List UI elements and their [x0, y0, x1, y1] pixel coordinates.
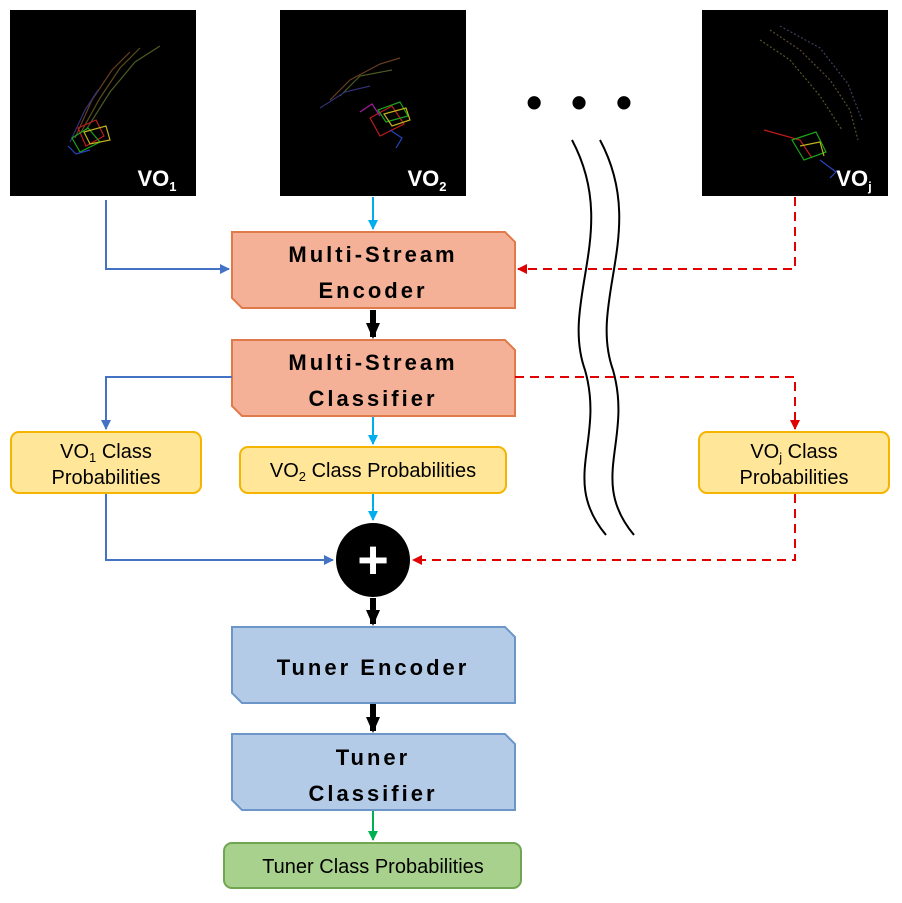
tuner-classifier-line2: Classifier: [308, 781, 437, 806]
vo1-probabilities-line2: Probabilities: [52, 467, 161, 489]
vo2-label: VO2: [407, 166, 446, 194]
voj-probabilities-box: VOj Class Probabilities: [698, 431, 890, 494]
voj-input-image: VOj: [702, 10, 888, 196]
vo2-input-image: VO2: [280, 10, 466, 196]
vo1-probabilities-line1: VO1 Class: [60, 441, 152, 465]
multi-stream-classifier-box: Multi-Stream Classifier: [231, 339, 516, 417]
multi-stream-classifier-line2: Classifier: [308, 386, 437, 411]
arrow-classifier-to-vo1-probs: [101, 376, 232, 430]
vo2-probabilities-text: VO2 Class Probabilities: [270, 460, 476, 484]
arrow-voj-probs-to-combine: [412, 494, 796, 565]
voj-label: VOj: [836, 166, 871, 194]
combine-node: +: [336, 523, 410, 597]
multi-stream-classifier-line1: Multi-Stream: [288, 350, 457, 375]
vo1-probabilities-box: VO1 Class Probabilities: [10, 431, 202, 494]
multi-stream-encoder-box: Multi-Stream Encoder: [231, 231, 516, 309]
multi-stream-encoder-line2: Encoder: [318, 278, 427, 303]
tuner-encoder-label: Tuner Encoder: [277, 655, 470, 680]
tuner-classifier-box: Tuner Classifier: [231, 733, 516, 811]
vo2-probabilities-box: VO2 Class Probabilities: [239, 446, 507, 494]
tuner-probabilities-box: Tuner Class Probabilities: [223, 842, 522, 889]
wavy-separator: [571, 139, 635, 536]
tuner-classifier-line1: Tuner: [336, 745, 410, 770]
voj-probabilities-line1: VOj Class: [750, 441, 837, 465]
voj-probabilities-line2: Probabilities: [740, 467, 849, 489]
tuner-probabilities-label: Tuner Class Probabilities: [262, 856, 484, 878]
tuner-encoder-box: Tuner Encoder: [231, 626, 516, 704]
arrow-classifier-to-voj-probs: [515, 376, 800, 430]
arrow-vo1-probs-to-combine: [105, 494, 334, 565]
vo1-input-image: VO1: [10, 10, 196, 196]
ellipsis: • • •: [526, 76, 640, 128]
vo1-label: VO1: [137, 166, 176, 194]
multi-stream-encoder-line1: Multi-Stream: [288, 242, 457, 267]
plus-icon: +: [357, 530, 389, 590]
arrow-vo1-to-encoder: [105, 200, 230, 274]
arrow-voj-to-encoder: [517, 197, 796, 274]
